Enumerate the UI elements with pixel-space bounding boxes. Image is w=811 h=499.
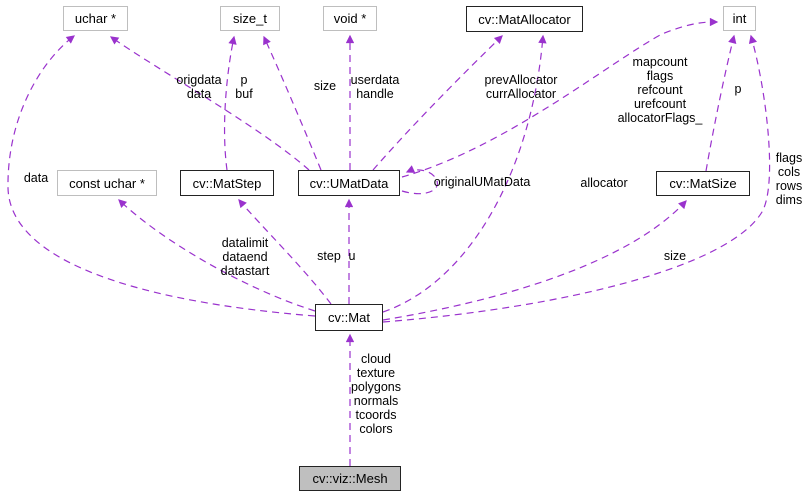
edge-label-prev-curr-allocator: prevAllocator currAllocator bbox=[484, 73, 558, 101]
edge-label-step: step bbox=[317, 249, 341, 263]
node-cv-matallocator[interactable]: cv::MatAllocator bbox=[466, 6, 583, 32]
edge-label-allocator: allocator bbox=[580, 176, 628, 190]
node-cv-mat[interactable]: cv::Mat bbox=[315, 304, 383, 331]
edge-label-userdata-handle: userdata handle bbox=[350, 73, 400, 101]
edge-label-size-umatdata: size bbox=[313, 79, 337, 93]
edge-label-origdata-data: origdata data bbox=[176, 73, 222, 101]
edge-label-p-matsize: p bbox=[734, 82, 742, 96]
edge-label-p-buf: p buf bbox=[235, 73, 253, 101]
node-int: int bbox=[723, 6, 756, 31]
edge-label-originalumatdata: originalUMatData bbox=[433, 175, 531, 189]
edge-label-size-mat: size bbox=[663, 249, 687, 263]
node-cv-viz-mesh: cv::viz::Mesh bbox=[299, 466, 401, 491]
edge-label-data: data bbox=[23, 171, 49, 185]
edge-label-mesh-members: cloud texture polygons normals tcoords c… bbox=[350, 352, 402, 436]
node-cv-umatdata[interactable]: cv::UMatData bbox=[298, 170, 400, 196]
node-void-ptr: void * bbox=[323, 6, 377, 31]
edge-label-flags-cols-rows-dims: flags cols rows dims bbox=[775, 151, 803, 207]
node-cv-matstep[interactable]: cv::MatStep bbox=[180, 170, 274, 196]
node-cv-matsize[interactable]: cv::MatSize bbox=[656, 171, 750, 196]
edge-label-datalimit-group: datalimit dataend datastart bbox=[220, 236, 270, 278]
edge-label-mapcount-group: mapcount flags refcount urefcount alloca… bbox=[617, 55, 703, 125]
node-uchar-ptr: uchar * bbox=[63, 6, 128, 31]
node-const-uchar-ptr: const uchar * bbox=[57, 170, 157, 196]
edge-label-u: u bbox=[348, 249, 356, 263]
node-size-t: size_t bbox=[220, 6, 280, 31]
